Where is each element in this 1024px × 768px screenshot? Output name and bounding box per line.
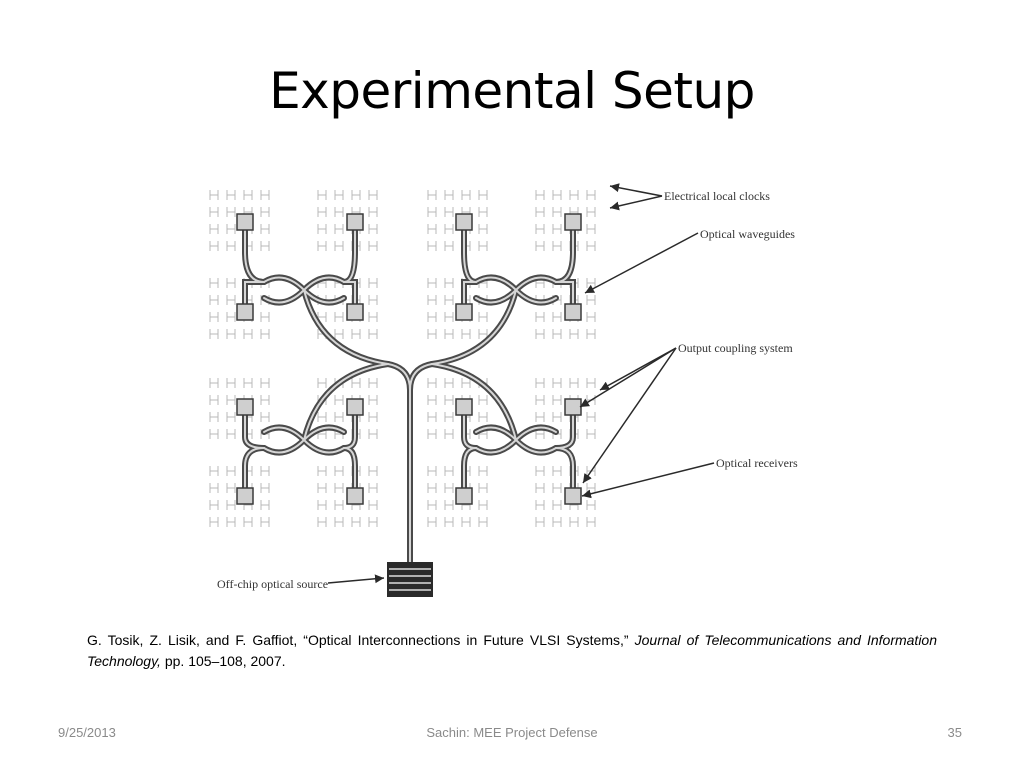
optical-receiver (346, 213, 364, 231)
arrow-off-chip-source (327, 574, 385, 584)
waveguide-core (475, 426, 517, 441)
callout-labels: Electrical local clocks Optical waveguid… (217, 189, 798, 591)
waveguide-core (555, 447, 574, 489)
reference-citation: G. Tosik, Z. Lisik, and F. Gaffiot, “Opt… (87, 630, 937, 672)
waveguide-core (263, 439, 305, 454)
footer-presentation-title: Sachin: MEE Project Defense (426, 725, 598, 740)
waveguide-core (515, 276, 557, 291)
waveguide-outline (553, 227, 576, 285)
callout-optical-waveguides: Optical waveguides (700, 227, 795, 241)
waveguide-core (303, 363, 389, 441)
optical-receiver (346, 303, 364, 321)
optical-waveguide-tree (242, 227, 576, 565)
optical-receiver (346, 487, 364, 505)
waveguide-core (431, 289, 517, 365)
optical-receiver (564, 303, 582, 321)
slide-title: Experimental Setup (269, 62, 755, 120)
waveguide-core (515, 439, 557, 454)
waveguide-core (463, 281, 477, 305)
waveguide-core (303, 426, 345, 441)
optical-receiver (455, 487, 473, 505)
arrow-electrical-clocks-2 (609, 183, 663, 197)
waveguide-core (409, 363, 433, 391)
arrow-output-coupling-2 (579, 347, 677, 408)
waveguide-core (244, 281, 265, 305)
optical-source-box (387, 562, 433, 597)
callout-electrical-local-clocks: Electrical local clocks (664, 189, 770, 203)
optical-receiver (564, 487, 582, 505)
optical-receiver (455, 303, 473, 321)
optical-receiver (346, 398, 364, 416)
slide-number: 35 (947, 725, 962, 740)
callout-output-coupling-system: Output coupling system (678, 341, 793, 355)
waveguide-core (343, 447, 356, 489)
optical-receiver (236, 487, 254, 505)
optical-receivers-group (236, 213, 582, 505)
callout-arrows (327, 183, 715, 584)
waveguide-core (244, 447, 265, 489)
waveguide-core (303, 289, 389, 365)
waveguide-outline (553, 279, 576, 307)
arrow-optical-receivers (581, 462, 715, 499)
waveguide-core (387, 363, 411, 563)
waveguide-core (475, 439, 517, 454)
optical-receiver (236, 213, 254, 231)
arrow-electrical-clocks-1 (609, 195, 663, 211)
optical-receiver (455, 398, 473, 416)
footer-date: 9/25/2013 (58, 725, 116, 740)
citation-pages-year: pp. 105–108, 2007. (160, 653, 286, 669)
h-tree-clock-grid (209, 190, 596, 527)
off-chip-optical-source-group (387, 562, 433, 597)
arrow-optical-waveguides (584, 232, 699, 294)
waveguide-core (303, 276, 345, 291)
waveguide-core (515, 289, 557, 304)
citation-journal: Journal of Telecommunications and Inform… (87, 632, 937, 669)
arrow-output-coupling-3 (582, 347, 677, 484)
waveguide-outline (461, 227, 479, 285)
waveguide-core (515, 426, 557, 441)
waveguide-core (343, 281, 356, 305)
optical-receiver (236, 398, 254, 416)
waveguide-core (303, 289, 345, 304)
callout-off-chip-optical-source: Off-chip optical source (217, 577, 328, 591)
optical-receiver (236, 303, 254, 321)
waveguide-core (431, 363, 517, 441)
waveguide-core (475, 289, 517, 304)
waveguide-core (263, 276, 305, 291)
callout-optical-receivers: Optical receivers (716, 456, 798, 470)
optical-receiver (564, 398, 582, 416)
waveguide-core (303, 439, 345, 454)
waveguide-core (555, 281, 574, 305)
waveguide-core (463, 447, 477, 489)
waveguide-outline (385, 361, 413, 565)
citation-authors-title: G. Tosik, Z. Lisik, and F. Gaffiot, “Opt… (87, 632, 635, 648)
h-tree-pattern (209, 190, 596, 527)
waveguide-core (475, 276, 517, 291)
waveguide-core (263, 289, 305, 304)
waveguide-outline (341, 279, 358, 307)
diagram-svg: Electrical local clocks Optical waveguid… (209, 183, 798, 597)
optical-receiver (455, 213, 473, 231)
optical-receiver (564, 213, 582, 231)
waveguide-outline (242, 227, 267, 285)
waveguide-core (263, 426, 305, 441)
optical-clock-distribution-diagram: Electrical local clocks Optical waveguid… (200, 178, 820, 603)
